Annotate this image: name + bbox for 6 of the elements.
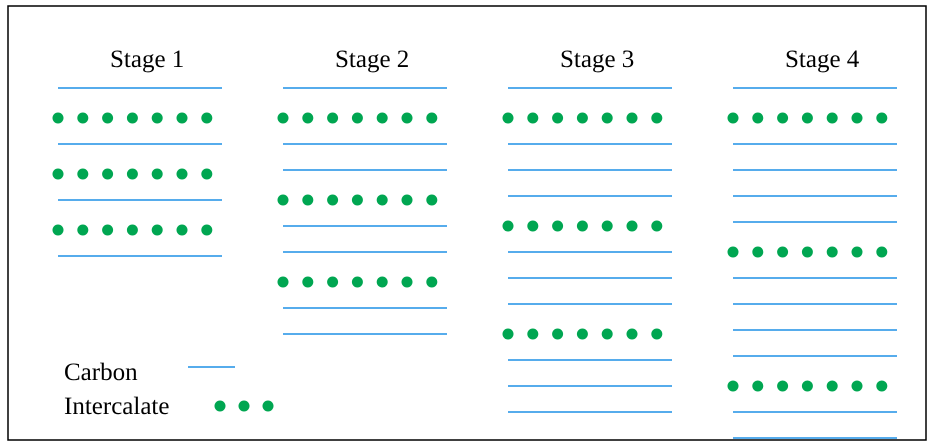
legend-label: Carbon (64, 360, 138, 385)
stage-heading: Stage 4 (785, 47, 860, 72)
stage-heading: Stage 2 (335, 47, 410, 72)
stage-heading: Stage 1 (110, 47, 184, 72)
stage-heading: Stage 3 (560, 47, 634, 72)
legend-label: Intercalate (64, 394, 170, 419)
